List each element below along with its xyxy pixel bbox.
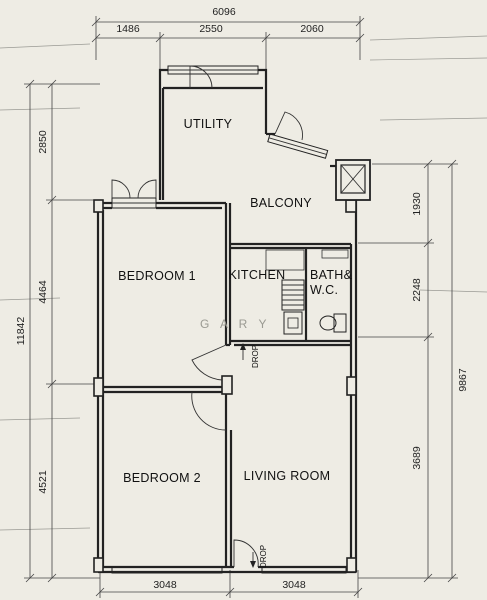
dim-left-bottom: 4521 (37, 470, 49, 494)
bottom-dimensions (95, 570, 363, 598)
dim-right-top: 1930 (411, 192, 423, 216)
drop-label-upper: DROP (251, 345, 260, 368)
chute-box (335, 159, 371, 201)
interior-walls (103, 203, 351, 567)
dim-left-overall: 11842 (15, 317, 27, 346)
bath-fixtures (319, 249, 349, 333)
dim-overall-width: 6096 (212, 6, 236, 18)
drop-arrows (240, 343, 256, 568)
top-dimensions (91, 16, 365, 70)
room-label-kitchen: KITCHEN (229, 268, 286, 282)
dim-bottom-right: 3048 (282, 579, 306, 591)
columns (93, 199, 357, 573)
room-label-balcony: BALCONY (250, 196, 312, 210)
dim-left-middle: 4464 (37, 280, 49, 304)
room-label-bedroom1: BEDROOM 1 (118, 269, 196, 283)
room-label-bath: BATH& (310, 268, 353, 282)
drop-label-lower: DROP (259, 545, 268, 568)
room-label-bedroom2: BEDROOM 2 (123, 471, 201, 485)
kitchen-fixtures (265, 249, 305, 335)
dim-top-left: 1486 (116, 23, 140, 35)
dim-right-overall: 9867 (457, 368, 469, 392)
room-label-wc: W.C. (310, 283, 338, 297)
watermark: G A R Y (200, 317, 270, 331)
right-dimensions (358, 159, 458, 583)
dim-top-middle: 2550 (199, 23, 223, 35)
door-swings (111, 65, 303, 568)
dim-right-bottom: 3689 (411, 446, 423, 470)
dim-right-middle: 2248 (411, 278, 423, 302)
dim-left-top: 2850 (37, 130, 49, 154)
dim-bottom-left: 3048 (153, 579, 177, 591)
dim-top-right: 2060 (300, 23, 324, 35)
windows (111, 65, 347, 574)
left-dimensions (24, 79, 100, 583)
room-label-living-room: LIVING ROOM (244, 469, 331, 483)
room-label-utility: UTILITY (184, 117, 233, 131)
